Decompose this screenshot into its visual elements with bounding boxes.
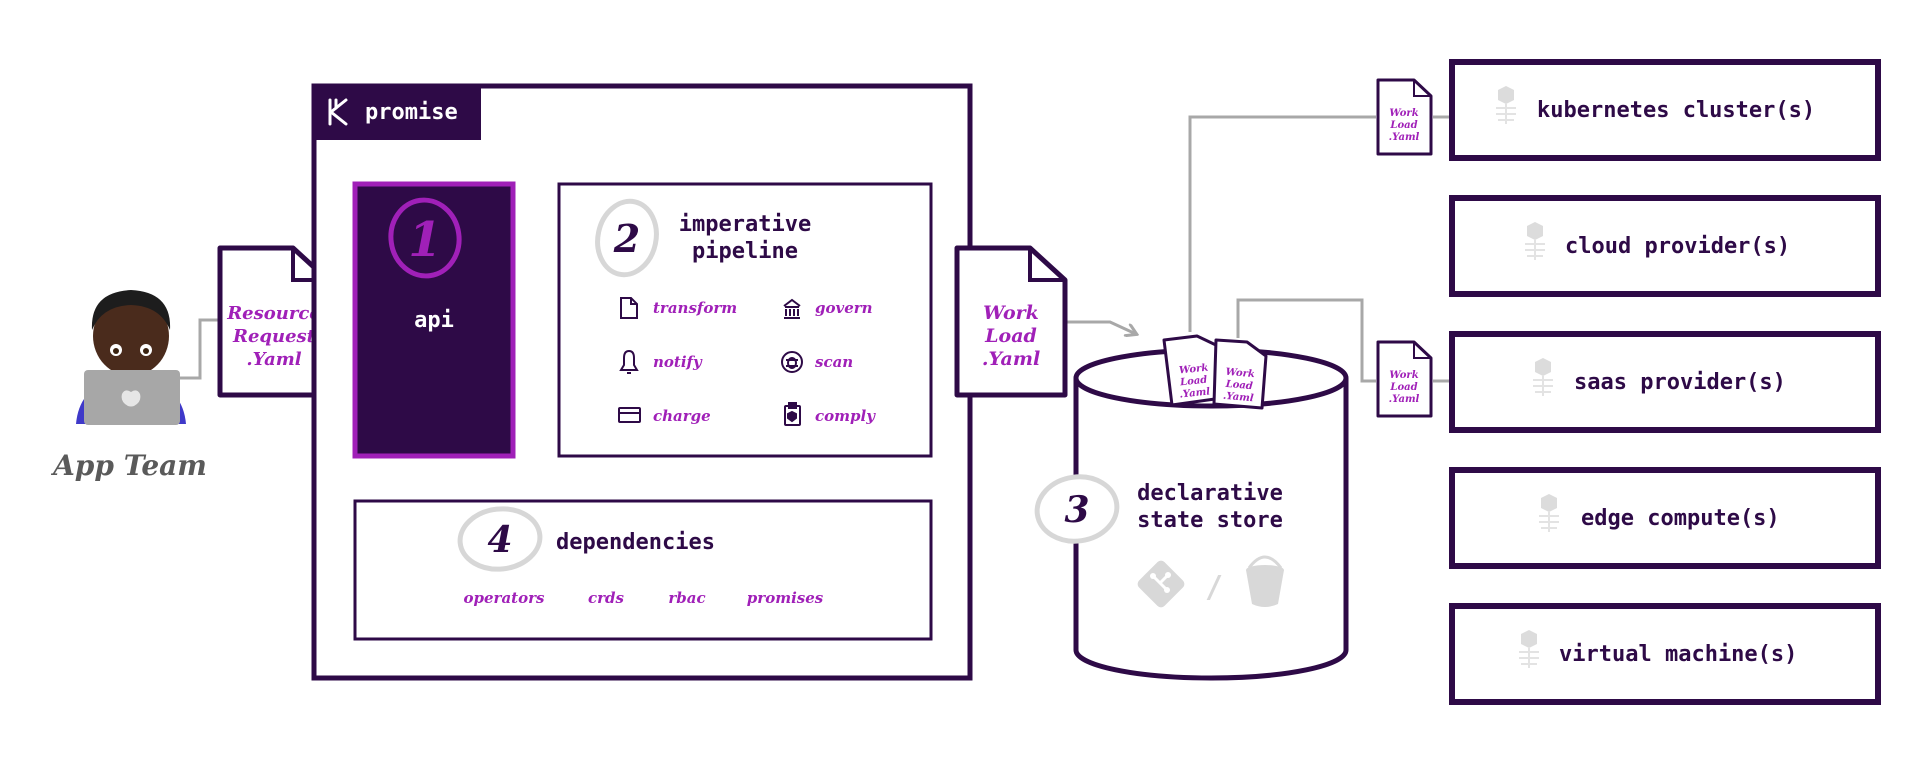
dependency-item-crds: crds	[588, 589, 625, 607]
store-doc-1-line-2: Load	[1179, 375, 1208, 389]
pipeline-item-charge: charge	[653, 407, 711, 425]
developer-avatar-icon	[76, 290, 186, 425]
store-doc-1-line-1: Work	[1179, 363, 1209, 377]
small-doc-1-line-3: .Yaml	[1389, 132, 1420, 143]
destination-saas-provider: saas provider(s)	[1449, 331, 1881, 433]
api-step-number: 1	[408, 212, 441, 268]
dependencies-box: 4 dependencies operators crds rbac promi…	[353, 499, 933, 641]
destination-label-saas: saas provider(s)	[1574, 370, 1786, 395]
workload-doc-line-1: Work	[983, 302, 1039, 324]
step-1-circle-icon	[388, 197, 462, 279]
small-workload-document-1: Work Load .Yaml	[1376, 78, 1433, 156]
pipeline-title-line-2: pipeline	[692, 239, 798, 264]
pipeline-item-scan: scan	[815, 353, 853, 371]
destination-icon	[1533, 358, 1553, 396]
step-3-circle-icon	[1034, 474, 1120, 544]
destination-cloud-provider: cloud provider(s)	[1449, 195, 1881, 297]
store-title-line-2: state store	[1137, 508, 1283, 533]
destination-kubernetes: kubernetes cluster(s)	[1449, 59, 1881, 161]
request-doc-line-3: .Yaml	[246, 349, 301, 370]
clipboard-shield-icon	[784, 402, 801, 426]
destination-label-kubernetes: kubernetes cluster(s)	[1537, 98, 1815, 123]
actor-label: App Team	[50, 449, 207, 482]
workload-doc-line-2: Load	[984, 325, 1037, 347]
kratix-logo-icon	[328, 98, 348, 126]
dependencies-step-number: 4	[487, 519, 512, 561]
document-icon	[620, 297, 638, 319]
connector-store-to-saas	[1236, 298, 1376, 383]
building-icon	[783, 298, 801, 319]
store-step-number: 3	[1064, 489, 1089, 531]
dependency-item-rbac: rbac	[668, 589, 705, 607]
dependencies-title: dependencies	[556, 530, 715, 555]
git-icon	[1137, 560, 1185, 608]
app-team-actor: App Team	[50, 290, 207, 482]
destination-icon	[1496, 86, 1516, 124]
pipeline-item-notify: notify	[653, 353, 703, 371]
pipeline-item-transform: transform	[653, 299, 737, 317]
small-doc-2-line-2: Load	[1389, 382, 1417, 393]
destination-icon	[1539, 494, 1559, 532]
request-doc-line-2: Request	[232, 326, 316, 347]
store-doc-2-line-3: .Yaml	[1222, 391, 1254, 405]
declarative-state-store: Work Load .Yaml Work Load .Yaml 3 declar…	[1034, 334, 1349, 681]
small-doc-1-line-1: Work	[1389, 108, 1418, 119]
small-doc-2-line-1: Work	[1389, 370, 1418, 381]
bug-icon	[781, 351, 803, 373]
dependency-item-operators: operators	[464, 589, 545, 607]
destination-virtual-machine: virtual machine(s)	[1449, 603, 1881, 705]
connector-workload-to-store	[1065, 320, 1136, 334]
pipeline-step-number: 2	[613, 216, 640, 261]
destination-icon	[1525, 222, 1545, 260]
workload-doc-line-3: .Yaml	[982, 348, 1040, 370]
api-label: api	[414, 308, 454, 333]
storage-separator: /	[1205, 570, 1223, 605]
destination-label-cloud: cloud provider(s)	[1565, 234, 1790, 259]
imperative-pipeline-box: 2 imperative pipeline transform govern n…	[557, 182, 933, 458]
dependency-item-promises: promises	[747, 589, 824, 607]
pipeline-item-comply: comply	[815, 407, 876, 425]
destination-label-vm: virtual machine(s)	[1559, 642, 1797, 667]
workload-document: Work Load .Yaml	[954, 245, 1068, 398]
step-2-circle-icon	[595, 198, 659, 278]
card-icon	[618, 407, 641, 423]
store-doc-2-line-1: Work	[1225, 367, 1255, 381]
destination-edge-compute: edge compute(s)	[1449, 467, 1881, 569]
resource-request-document: Resource Request .Yaml	[217, 245, 331, 398]
store-doc-1-line-3: .Yaml	[1179, 386, 1211, 400]
connector-actor-to-request	[178, 318, 220, 380]
step-4-circle-icon	[457, 506, 543, 572]
store-title-line-1: declarative	[1137, 481, 1283, 506]
promise-title: promise	[365, 100, 458, 125]
connector-store-to-kubernetes	[1188, 115, 1376, 332]
destination-label-edge: edge compute(s)	[1581, 506, 1780, 531]
store-document-2: Work Load .Yaml	[1212, 338, 1268, 410]
pipeline-title-line-1: imperative	[679, 212, 811, 237]
promise-header	[314, 86, 481, 140]
api-box: 1 api	[352, 181, 516, 459]
small-doc-1-line-2: Load	[1389, 120, 1417, 131]
small-workload-document-2: Work Load .Yaml	[1376, 340, 1433, 418]
destination-icon	[1519, 630, 1539, 668]
store-doc-2-line-2: Load	[1224, 379, 1253, 392]
bucket-icon	[1246, 555, 1284, 607]
small-doc-2-line-3: .Yaml	[1389, 394, 1420, 405]
request-doc-line-1: Resource	[226, 303, 321, 324]
store-document-1: Work Load .Yaml	[1162, 334, 1224, 407]
bell-icon	[619, 349, 639, 374]
pipeline-item-govern: govern	[815, 299, 873, 317]
